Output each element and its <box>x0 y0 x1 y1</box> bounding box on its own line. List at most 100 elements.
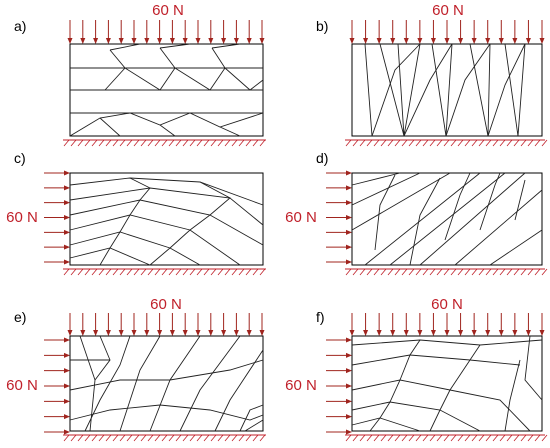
panel-e-top-arrows-arrow-head <box>157 330 163 336</box>
panel-d-side-arrows-arrow-head <box>346 200 352 206</box>
panel-d-side-arrows-arrow-head <box>346 185 352 191</box>
panel-b-ground-hatch-stroke <box>401 139 408 147</box>
panel-e-top-arrows-arrow-head <box>93 330 99 336</box>
panel-c-ground-hatch-stroke <box>210 268 217 276</box>
panel-b-ground-hatch-stroke <box>443 139 450 147</box>
panel-d-side-arrows-arrow-head <box>346 215 352 220</box>
panel-e-ground-hatch-stroke <box>210 434 217 442</box>
panel-e-top-arrows-arrow-head <box>246 330 252 336</box>
panel-d-side-load-label: 60 N <box>285 209 317 226</box>
panel-b-top-load-label: 60 N <box>432 2 464 19</box>
panel-e-ground-hatch-stroke <box>189 434 196 442</box>
panel-b-top-arrows-arrow-head <box>444 38 450 44</box>
panel-a-label: a) <box>14 18 26 34</box>
panel-d-ground-hatch-stroke <box>373 268 380 276</box>
panel-d-ground-hatch-stroke <box>464 268 471 276</box>
panel-c-ground-hatch-stroke <box>147 268 154 276</box>
panel-b-ground-hatch-stroke <box>429 139 436 147</box>
panel-e-ground-hatch-stroke <box>98 434 105 442</box>
panel-f-side-arrows-arrow-head <box>346 383 352 389</box>
panel-b-top-arrows <box>349 20 545 44</box>
panel-a-top-arrows-arrow-head <box>221 38 227 44</box>
panel-b-ground-hatch-stroke <box>492 139 499 147</box>
panel-f-ground-hatch-stroke <box>359 434 366 442</box>
panel-e-ground-hatch-stroke <box>217 434 224 442</box>
panel-b-ground-hatch-stroke <box>506 139 513 147</box>
panel-f-side-load-label: 60 N <box>285 377 317 394</box>
panel-a-ground-hatch-stroke <box>182 139 189 147</box>
panel-e-ground-hatch-stroke <box>133 434 140 442</box>
panel-c-ground-hatch-stroke <box>259 268 266 276</box>
panel-a-ground-hatch-stroke <box>84 139 91 147</box>
panel-f-top-load-label: 60 N <box>431 296 463 313</box>
panel-a-top-arrows-arrow-head <box>259 38 265 44</box>
panel-a-ground-hatch-stroke <box>112 139 119 147</box>
panel-a-ground-hatch-stroke <box>252 139 259 147</box>
panel-c-ground-hatch-stroke <box>140 268 147 276</box>
panel-f-top-arrows-arrow-head <box>498 330 504 336</box>
panel-c-ground-hatch-stroke <box>245 268 252 276</box>
panel-e-top-arrows-arrow-head <box>144 330 150 336</box>
panel-a-top-arrows-arrow-head <box>144 38 150 44</box>
panel-c-ground-hatch-stroke <box>175 268 182 276</box>
panel-e-top-arrows-arrow-head <box>182 330 188 336</box>
panel-f-ground-hatch-stroke <box>513 434 520 442</box>
panel-b-ground-hatch-stroke <box>534 139 541 147</box>
panel-a-ground-hatch-stroke <box>126 139 133 147</box>
panel-e-top-arrows-arrow-head <box>221 330 227 336</box>
panel-f-top-arrows-arrow-head <box>512 330 518 336</box>
panel-d-ground-hatch-stroke <box>359 268 366 276</box>
panel-d-ground-hatch-stroke <box>513 268 520 276</box>
panel-b-ground-hatch-stroke <box>471 139 478 147</box>
panel-a-ground-hatch-stroke <box>119 139 126 147</box>
panel-e-structure <box>69 335 264 432</box>
panel-f-top-arrows-arrow-head <box>458 330 464 336</box>
panel-b-ground-hatch-stroke <box>478 139 485 147</box>
panel-f-ground-hatch-stroke <box>471 434 478 442</box>
panel-f-top-arrows-arrow-head <box>417 330 423 336</box>
panel-d-ground-hatch-stroke <box>436 268 443 276</box>
panel-c-side-arrows-arrow-head <box>64 215 70 220</box>
panel-e-ground-hatch-stroke <box>112 434 119 442</box>
panel-d-ground-hatch-stroke <box>443 268 450 276</box>
panel-c-ground-hatch-stroke <box>119 268 126 276</box>
panel-a-top-arrows-arrow-head <box>157 38 163 44</box>
panel-b-ground-hatch-stroke <box>408 139 415 147</box>
panel-f-top-arrows-arrow-head <box>430 330 436 336</box>
panel-d-ground-hatch-stroke <box>485 268 492 276</box>
panel-c-ground-hatch-stroke <box>91 268 98 276</box>
panel-b-top-arrows-arrow-head <box>525 38 531 44</box>
panel-c-ground-hatch-stroke <box>84 268 91 276</box>
panel-d-ground-hatch-stroke <box>394 268 401 276</box>
panel-a-ground-hatch-stroke <box>203 139 210 147</box>
panel-a-ground-hatch <box>63 139 266 147</box>
panel-f-ground-hatch-stroke <box>380 434 387 442</box>
panel-e-ground-hatch-stroke <box>168 434 175 442</box>
panel-e-ground-hatch-stroke <box>147 434 154 442</box>
panel-d-ground-hatch-stroke <box>499 268 506 276</box>
panel-a-ground-hatch-stroke <box>161 139 168 147</box>
panel-c-side-arrows-arrow-head <box>64 200 70 206</box>
panel-c-ground-hatch-stroke <box>224 268 231 276</box>
panel-d-ground-hatch-stroke <box>534 268 541 276</box>
panel-e-ground-hatch-stroke <box>119 434 126 442</box>
panel-b-top-arrows-arrow-head <box>390 38 396 44</box>
panel-a-ground-hatch-stroke <box>98 139 105 147</box>
panel-d-ground-hatch-stroke <box>471 268 478 276</box>
panel-b-ground-hatch <box>345 139 548 147</box>
panel-b-top-arrows-arrow-head <box>430 38 436 44</box>
panel-b-top-arrows-arrow-head <box>485 38 491 44</box>
panel-b-label: b) <box>316 18 328 34</box>
panel-f-top-arrows-arrow-head <box>525 330 531 336</box>
panel-e-ground-hatch-stroke <box>154 434 161 442</box>
panel-e-ground-hatch-stroke <box>126 434 133 442</box>
panel-e-top-arrows-arrow-head <box>208 330 214 336</box>
panel-e-ground-hatch-stroke <box>175 434 182 442</box>
panel-d-ground-hatch <box>345 268 548 276</box>
panel-f-ground-hatch-stroke <box>429 434 436 442</box>
panel-d-side-arrows-arrow-head <box>346 229 352 235</box>
panel-c-side-arrows-arrow-head <box>64 229 70 235</box>
panel-b-ground-hatch-stroke <box>520 139 527 147</box>
panel-c-ground-hatch-stroke <box>133 268 140 276</box>
panel-f-top-arrows-arrow-head <box>471 330 477 336</box>
